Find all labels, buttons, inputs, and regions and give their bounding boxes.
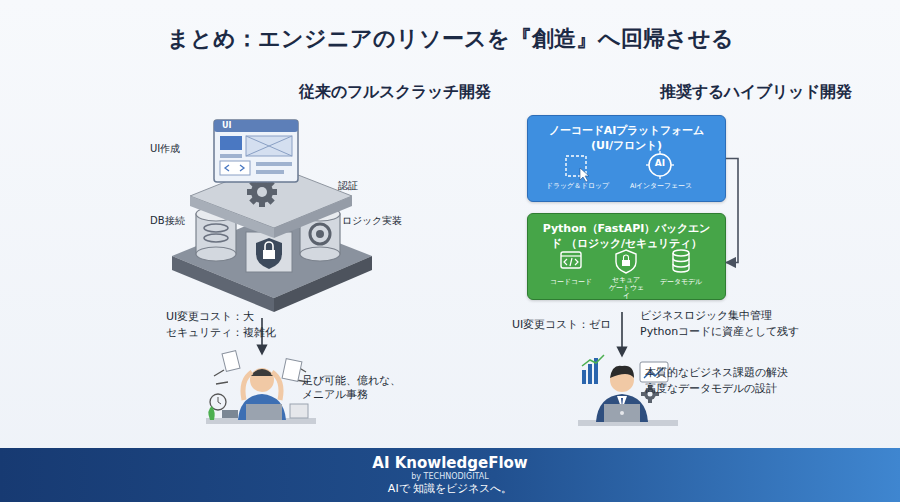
brand-text: AI KnowledgeFlow bbox=[0, 454, 900, 472]
part-label: DB接続 bbox=[150, 215, 200, 228]
ai-icon bbox=[646, 151, 674, 179]
section-heading: 従来のフルスクラッチ開発 bbox=[265, 82, 525, 102]
note-text: Pythonコードに資産として残す bbox=[640, 325, 840, 339]
note-text: ビジネスロジック集中管理 bbox=[640, 309, 840, 323]
note-text: 足び可能、億れな、 メニアル事務 bbox=[302, 374, 406, 402]
section-heading: 推奨するハイブリッド開発 bbox=[626, 82, 886, 102]
icon-text: AI bbox=[650, 158, 670, 169]
stressed-person bbox=[206, 351, 316, 424]
icon-label: コードコード bbox=[546, 278, 596, 286]
brand-text: AIで 知識をビジネスへ。 bbox=[0, 482, 900, 496]
note-text: 高度なデータモデルの設計 bbox=[645, 382, 845, 396]
flow-connector bbox=[726, 159, 738, 263]
note-text: UI変更コスト：ゼロ bbox=[512, 318, 622, 332]
note-text: UI変更コスト：大 bbox=[166, 310, 286, 324]
box-title: Python（FastAPI）バックエンド （ロジック/セキュリティ） bbox=[542, 222, 711, 252]
shield-icon bbox=[616, 250, 636, 273]
part-label: 認証 bbox=[338, 180, 378, 193]
part-label: ロジック実装 bbox=[342, 215, 412, 228]
flow-arrow bbox=[621, 312, 623, 352]
note-text: セキュリティ：複雑化 bbox=[166, 326, 306, 340]
icon-label: ドラッグ＆ドロップ bbox=[546, 182, 609, 190]
code-icon bbox=[561, 252, 581, 268]
brand-text: by TECHNODIGITAL bbox=[0, 472, 900, 482]
part-label: UI作成 bbox=[150, 143, 210, 156]
icon-label: セキュア ゲートウェイ bbox=[608, 276, 644, 300]
window-tab: UI bbox=[222, 121, 238, 131]
icon-label: AIインターフェース bbox=[630, 182, 692, 190]
drag-drop-icon bbox=[566, 156, 589, 182]
note-text: 本質的なビジネス課題の解決 bbox=[645, 366, 845, 380]
icon-label: データモデル bbox=[658, 278, 704, 286]
page-title: まとめ：エンジニアのリソースを『創造』へ回帰させる bbox=[0, 24, 900, 54]
database-icon bbox=[673, 250, 689, 272]
box-title: ノーコードAIプラットフォーム (UI/フロント) bbox=[540, 124, 713, 154]
footer-band: AI KnowledgeFlowby TECHNODIGITALAIで 知識をビ… bbox=[0, 448, 900, 502]
